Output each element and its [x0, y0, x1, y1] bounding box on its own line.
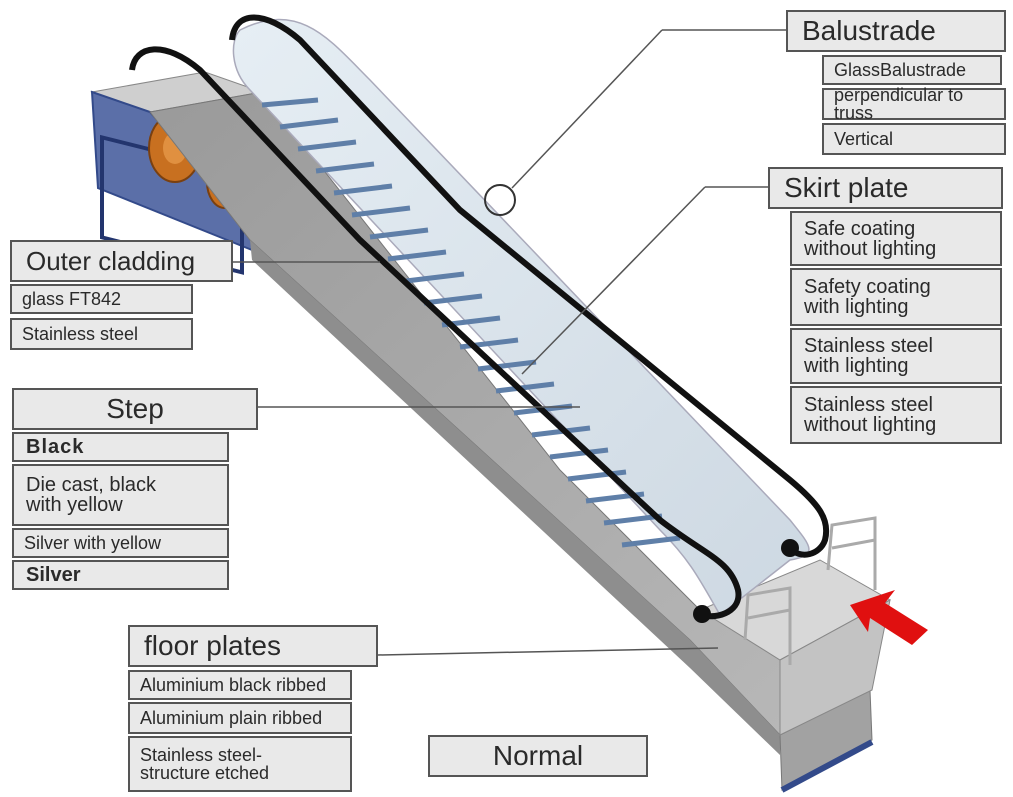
- step-option-silver: Silver: [12, 560, 229, 590]
- balustrade-option-perpendicular: perpendicular to truss: [822, 86, 1006, 122]
- floor-plates-title: floor plates: [128, 625, 378, 667]
- truss-bottom-face: [250, 240, 780, 755]
- step-option-black: Black: [12, 432, 229, 462]
- safety-barrier-icon: [743, 516, 877, 665]
- outer-cladding-option-glass: glass FT842: [10, 284, 193, 314]
- glass-balustrade: [232, 18, 810, 617]
- normal-label: Normal: [428, 735, 648, 777]
- balustrade-option-vertical: Vertical: [822, 123, 1006, 155]
- lower-landing-side: [779, 599, 891, 736]
- skirt-plate-option-stainless-no-lighting: Stainless steel without lighting: [790, 386, 1002, 444]
- handrail-inner: [129, 46, 742, 620]
- step-title: Step: [12, 388, 258, 430]
- steps: [261, 97, 681, 548]
- balustrade-option-glass: GlassBalustrade: [822, 55, 1002, 85]
- step-option-die-cast: Die cast, black with yellow: [12, 464, 229, 526]
- outer-cladding-title: Outer cladding: [10, 240, 233, 282]
- outer-cladding-option-stainless: Stainless steel: [10, 318, 193, 350]
- step-option-silver-yellow: Silver with yellow: [12, 528, 229, 558]
- base-strip: [780, 739, 874, 793]
- skirt-plate-option-safe-coating: Safe coating without lighting: [790, 211, 1002, 266]
- floor-plates-option-black-ribbed: Aluminium black ribbed: [128, 670, 352, 700]
- floor-plates-option-plain-ribbed: Aluminium plain ribbed: [128, 702, 352, 734]
- floor-plates-option-stainless-etched: Stainless steel- structure etched: [128, 736, 352, 792]
- handrail-end-outer: [781, 539, 799, 557]
- skirt-plate-title: Skirt plate: [768, 167, 1003, 209]
- skirt-plate-option-safety-lighting: Safety coating with lighting: [790, 268, 1002, 326]
- callout-lines: [233, 29, 786, 656]
- handrail-end-inner: [693, 605, 711, 623]
- handrail-outer: [229, 14, 830, 558]
- skirt-plate-option-stainless-lighting: Stainless steel with lighting: [790, 328, 1002, 384]
- direction-arrow-icon: [850, 590, 928, 645]
- balustrade-title: Balustrade: [786, 10, 1006, 52]
